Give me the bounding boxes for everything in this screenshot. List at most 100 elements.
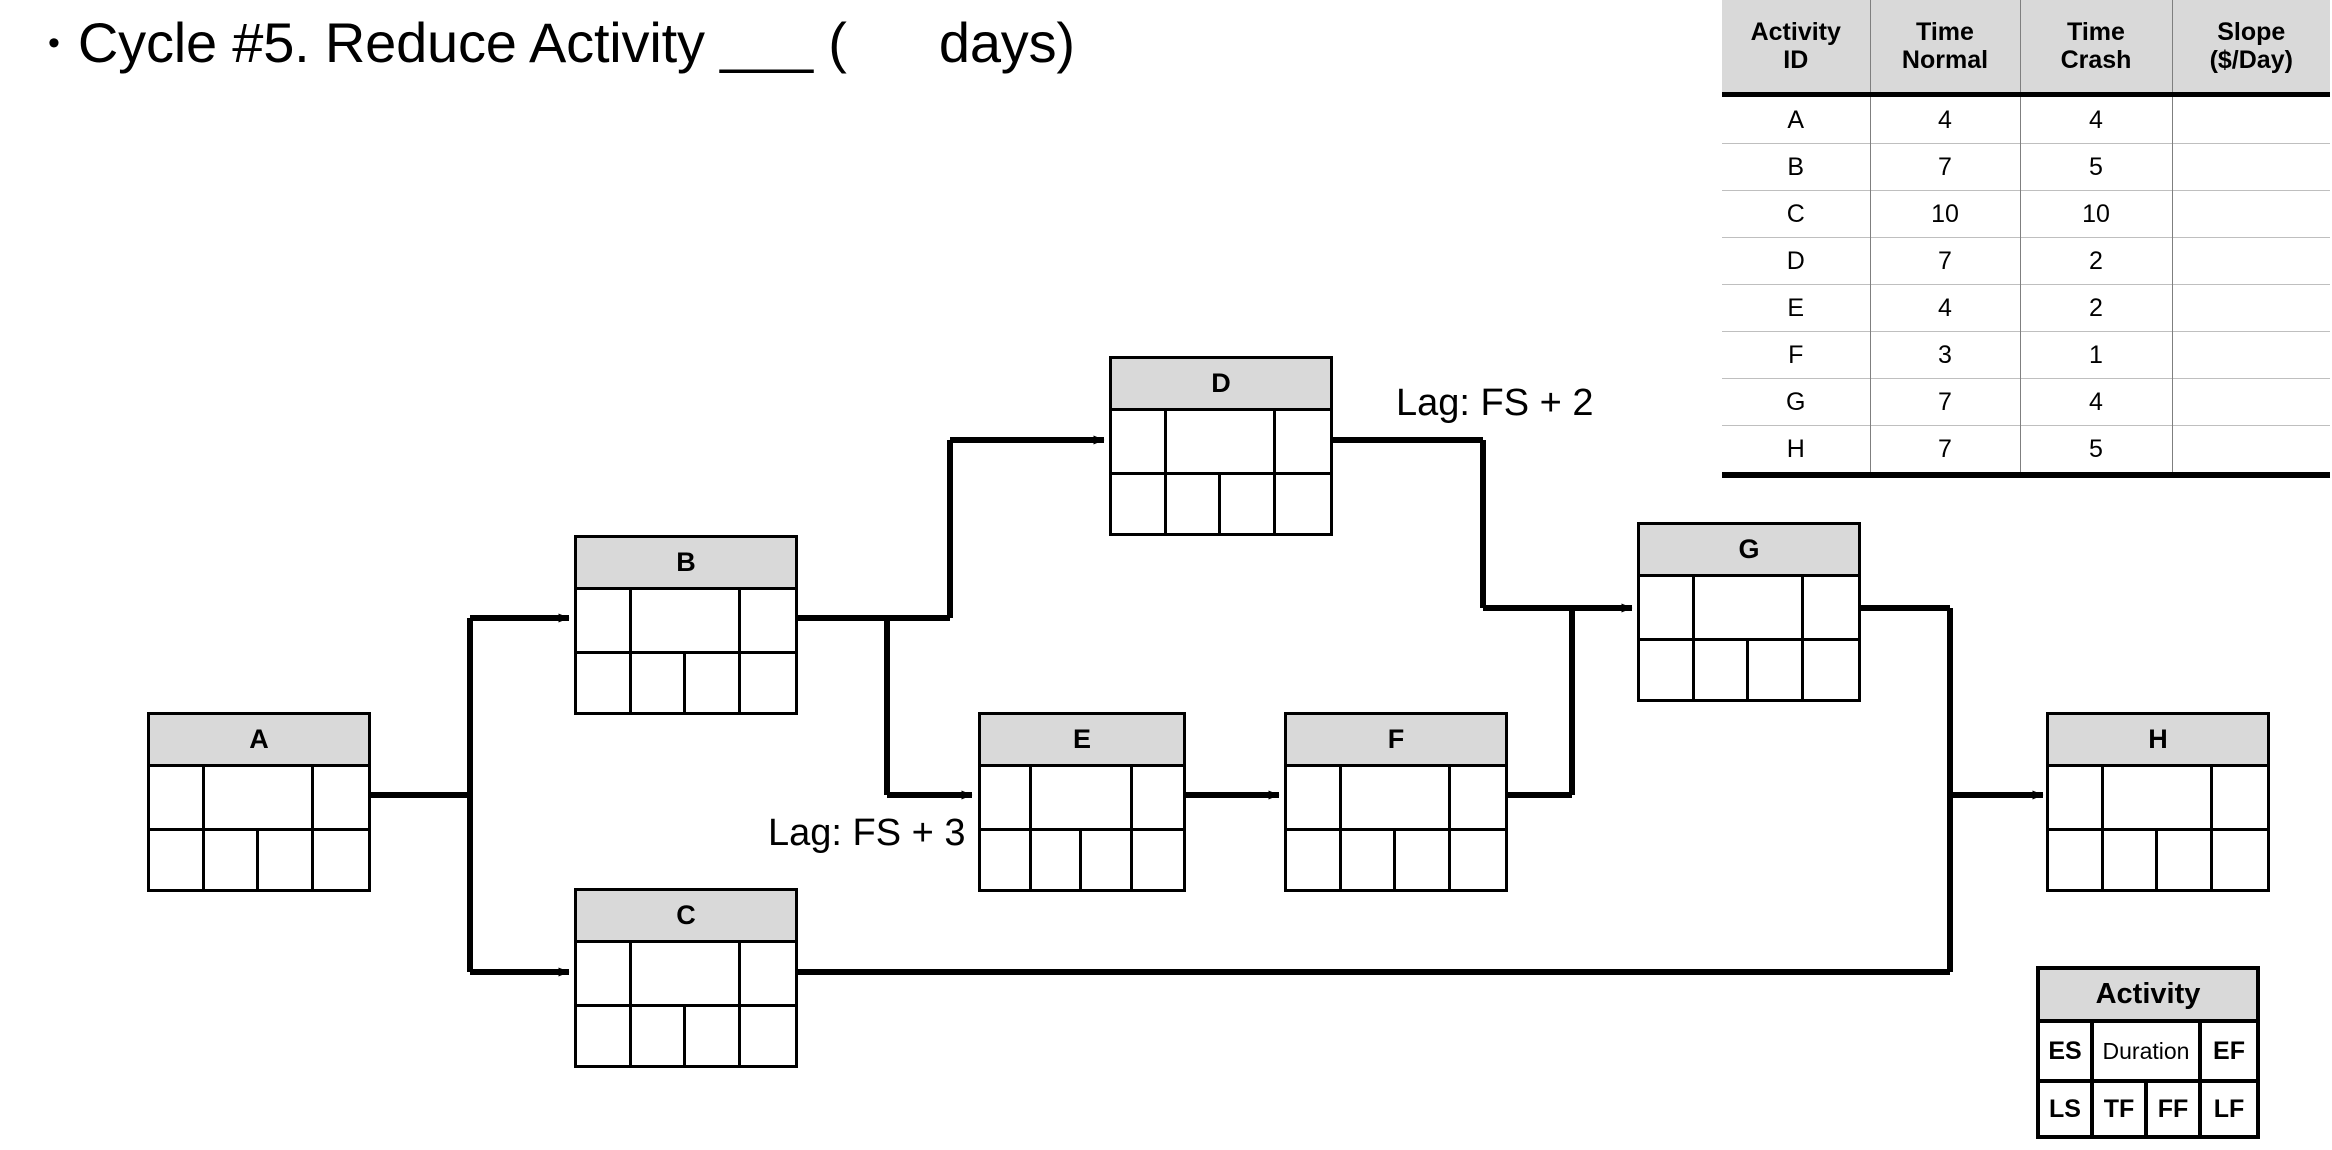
node-d-ls[interactable] bbox=[1112, 475, 1167, 533]
page-title: Cycle #5. Reduce Activity ___ ( days) bbox=[77, 11, 1075, 74]
node-c-tf[interactable] bbox=[632, 1007, 686, 1065]
node-a-duration[interactable] bbox=[205, 767, 314, 828]
node-f-ff[interactable] bbox=[1396, 831, 1451, 889]
node-e-ls[interactable] bbox=[981, 831, 1032, 889]
node-c-es[interactable] bbox=[577, 943, 632, 1004]
node-b-bottom-row bbox=[577, 651, 795, 712]
legend-top-row: ES Duration EF bbox=[2040, 1023, 2256, 1079]
node-e-duration[interactable] bbox=[1032, 767, 1133, 828]
activity-node-d[interactable]: D bbox=[1109, 356, 1333, 536]
node-h-es[interactable] bbox=[2049, 767, 2104, 828]
node-g-ls[interactable] bbox=[1640, 641, 1695, 699]
node-e-lf[interactable] bbox=[1133, 831, 1184, 889]
node-c-lf[interactable] bbox=[741, 1007, 796, 1065]
activity-node-h[interactable]: H bbox=[2046, 712, 2270, 892]
node-f-ls[interactable] bbox=[1287, 831, 1342, 889]
cell-activity-id: D bbox=[1722, 237, 1871, 285]
cell-activity-id: H bbox=[1722, 425, 1871, 478]
node-h-tf[interactable] bbox=[2104, 831, 2158, 889]
activity-node-a[interactable]: A bbox=[147, 712, 371, 892]
node-h-ff[interactable] bbox=[2158, 831, 2213, 889]
bullet-icon: • bbox=[48, 24, 60, 62]
node-d-ef[interactable] bbox=[1276, 411, 1331, 472]
node-g-ef[interactable] bbox=[1804, 577, 1859, 638]
cell-time-normal: 3 bbox=[1869, 331, 2021, 379]
activity-node-f[interactable]: F bbox=[1284, 712, 1508, 892]
node-f-lf[interactable] bbox=[1451, 831, 1506, 889]
node-g-tf[interactable] bbox=[1695, 641, 1749, 699]
legend-cell-duration: Duration bbox=[2094, 1023, 2202, 1079]
node-a-tf[interactable] bbox=[205, 831, 259, 889]
node-g-bottom-row bbox=[1640, 638, 1858, 699]
activity-node-legend: Activity ES Duration EF LS TF FF LF bbox=[2036, 966, 2260, 1139]
cell-time-crash: 2 bbox=[2019, 237, 2173, 285]
node-c-ef[interactable] bbox=[741, 943, 796, 1004]
node-b-ls[interactable] bbox=[577, 654, 632, 712]
node-a-lf[interactable] bbox=[314, 831, 369, 889]
activity-node-e[interactable]: E bbox=[978, 712, 1186, 892]
node-g-lf[interactable] bbox=[1804, 641, 1859, 699]
node-d-ff[interactable] bbox=[1221, 475, 1276, 533]
node-a-es[interactable] bbox=[150, 767, 205, 828]
node-e-es[interactable] bbox=[981, 767, 1032, 828]
cell-activity-id: C bbox=[1722, 190, 1871, 238]
cell-activity-id: E bbox=[1722, 284, 1871, 332]
node-h-ef[interactable] bbox=[2213, 767, 2268, 828]
node-h-duration[interactable] bbox=[2104, 767, 2213, 828]
node-h-ls[interactable] bbox=[2049, 831, 2104, 889]
node-d-es[interactable] bbox=[1112, 411, 1167, 472]
node-e-bottom-row bbox=[981, 828, 1183, 889]
node-e-ff[interactable] bbox=[1082, 831, 1133, 889]
node-b-ef[interactable] bbox=[741, 590, 796, 651]
node-d-duration[interactable] bbox=[1167, 411, 1276, 472]
node-g-es[interactable] bbox=[1640, 577, 1695, 638]
node-c-duration[interactable] bbox=[632, 943, 741, 1004]
node-f-tf[interactable] bbox=[1342, 831, 1396, 889]
node-g-duration[interactable] bbox=[1695, 577, 1804, 638]
node-f-bottom-row bbox=[1287, 828, 1505, 889]
cell-slope bbox=[2171, 425, 2330, 478]
legend-title: Activity bbox=[2040, 970, 2256, 1023]
cell-time-normal: 4 bbox=[1869, 94, 2021, 144]
cell-time-crash: 5 bbox=[2019, 143, 2173, 191]
node-c-ls[interactable] bbox=[577, 1007, 632, 1065]
node-c-ff[interactable] bbox=[686, 1007, 741, 1065]
activity-node-g[interactable]: G bbox=[1637, 522, 1861, 702]
node-b-lf[interactable] bbox=[741, 654, 796, 712]
node-b-ff[interactable] bbox=[686, 654, 741, 712]
node-d-bottom-row bbox=[1112, 472, 1330, 533]
node-a-ff[interactable] bbox=[259, 831, 314, 889]
node-b-es[interactable] bbox=[577, 590, 632, 651]
node-h-bottom-row bbox=[2049, 828, 2267, 889]
legend-cell-es: ES bbox=[2040, 1023, 2094, 1079]
node-f-es[interactable] bbox=[1287, 767, 1342, 828]
node-a-ls[interactable] bbox=[150, 831, 205, 889]
node-h-lf[interactable] bbox=[2213, 831, 2268, 889]
node-c-label: C bbox=[577, 891, 795, 943]
node-e-ef[interactable] bbox=[1133, 767, 1184, 828]
slide-title-line: • Cycle #5. Reduce Activity ___ ( days) bbox=[48, 11, 1075, 74]
cell-time-crash: 4 bbox=[2019, 94, 2173, 144]
node-b-duration[interactable] bbox=[632, 590, 741, 651]
node-h-label: H bbox=[2049, 715, 2267, 767]
cell-slope bbox=[2171, 190, 2330, 238]
node-d-lf[interactable] bbox=[1276, 475, 1331, 533]
node-d-tf[interactable] bbox=[1167, 475, 1221, 533]
node-g-top-row bbox=[1640, 577, 1858, 638]
node-f-ef[interactable] bbox=[1451, 767, 1506, 828]
activity-node-c[interactable]: C bbox=[574, 888, 798, 1068]
node-b-tf[interactable] bbox=[632, 654, 686, 712]
node-f-top-row bbox=[1287, 767, 1505, 828]
node-f-duration[interactable] bbox=[1342, 767, 1451, 828]
legend-cell-ef: EF bbox=[2213, 1036, 2245, 1065]
node-e-tf[interactable] bbox=[1032, 831, 1082, 889]
activity-node-b[interactable]: B bbox=[574, 535, 798, 715]
cell-slope bbox=[2171, 143, 2330, 191]
node-c-bottom-row bbox=[577, 1004, 795, 1065]
node-g-ff[interactable] bbox=[1749, 641, 1804, 699]
node-a-ef[interactable] bbox=[314, 767, 369, 828]
node-b-label: B bbox=[577, 538, 795, 590]
